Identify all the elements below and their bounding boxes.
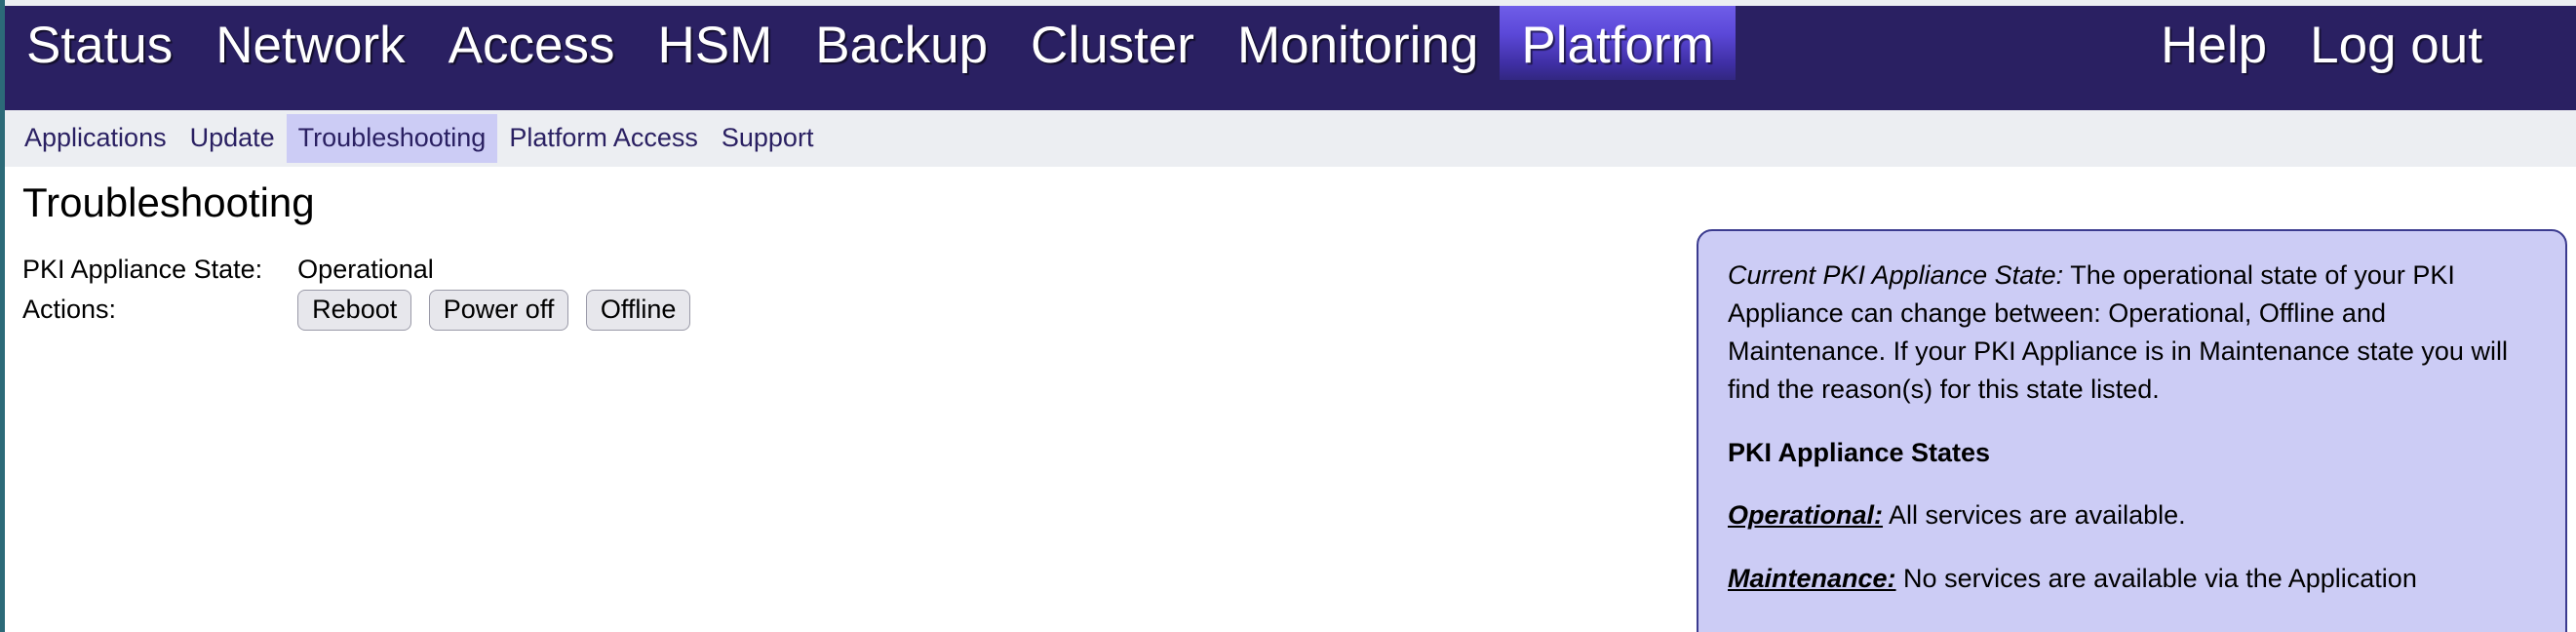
nav-item-cluster[interactable]: Cluster [1031,16,1194,74]
subnav-item-applications[interactable]: Applications [24,123,167,152]
main-navigation-bar: Status Network Access HSM Backup Cluster… [5,6,2576,110]
nav-item-monitoring[interactable]: Monitoring [1236,16,1479,74]
info-entry-operational: Operational: All services are available. [1728,496,2536,534]
subnav-item-troubleshooting[interactable]: Troubleshooting [286,114,498,163]
nav-item-hsm[interactable]: HSM [657,16,773,74]
actions-label: Actions: [22,294,117,324]
state-row: PKI Appliance State: Operational [22,251,690,288]
power-off-button[interactable]: Power off [428,290,569,332]
info-heading-states: PKI Appliance States [1728,437,1991,467]
nav-item-platform[interactable]: Platform [1500,6,1736,80]
top-strip [5,0,2576,6]
main-nav-right-items: Help Log out [2139,6,2576,110]
subnav-item-update[interactable]: Update [189,123,275,152]
main-content: Troubleshooting PKI Appliance State: Ope… [5,167,2576,632]
nav-item-access[interactable]: Access [448,16,615,74]
help-link[interactable]: Help [2161,16,2268,74]
info-term-current-state: Current PKI Appliance State: [1728,260,2064,290]
info-entry-maintenance: Maintenance: No services are available v… [1728,560,2536,598]
state-label: PKI Appliance State: [22,254,263,284]
page-title: Troubleshooting [22,179,315,225]
nav-item-network[interactable]: Network [215,16,406,74]
sub-navigation-bar: Applications Update Troubleshooting Plat… [5,110,2576,167]
actions-buttons: Reboot Power off Offline [297,288,691,332]
actions-row: Actions: Reboot Power off Offline [22,288,691,332]
appliance-state-form: PKI Appliance State: Operational Actions… [22,251,691,332]
help-info-panel: Current PKI Appliance State: The operati… [1697,229,2567,632]
main-nav-items: Status Network Access HSM Backup Cluster… [5,6,1736,110]
info-text-current-state: The operational state of your PKI Applia… [1728,260,2508,404]
info-term-maintenance: Maintenance: [1728,564,1896,594]
reboot-button[interactable]: Reboot [297,290,412,332]
nav-item-status[interactable]: Status [26,16,174,74]
subnav-item-support[interactable]: Support [721,123,814,152]
subnav-item-platform-access[interactable]: Platform Access [509,123,698,152]
offline-button[interactable]: Offline [585,290,691,332]
info-term-operational: Operational: [1728,500,1884,531]
info-paragraph-current-state: Current PKI Appliance State: The operati… [1728,257,2536,409]
info-text-maintenance: No services are available via the Applic… [1895,564,2417,594]
nav-item-backup[interactable]: Backup [815,16,989,74]
state-value: Operational [297,254,434,284]
logout-link[interactable]: Log out [2310,16,2482,74]
info-text-operational: All services are available. [1883,500,2186,531]
